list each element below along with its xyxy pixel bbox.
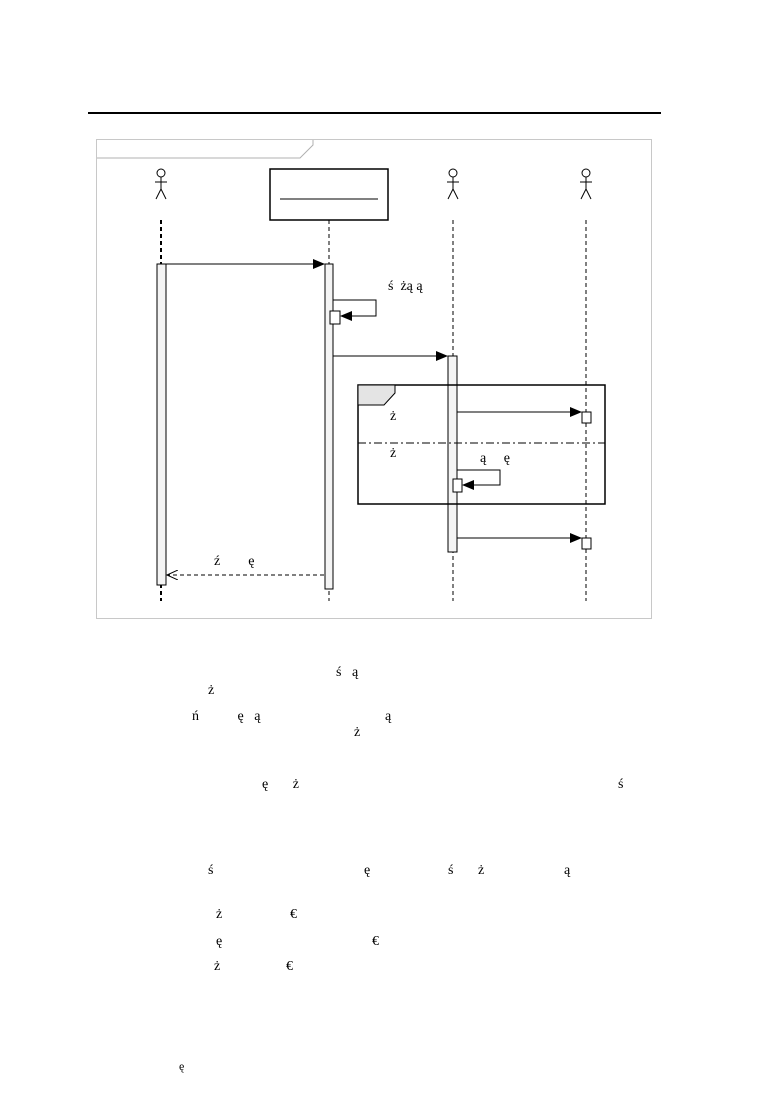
return-message-label: ź ę (214, 554, 255, 569)
activation-2 (324, 263, 334, 590)
list-item-1-a: ż (216, 907, 223, 922)
list-item-2-a: ę (216, 934, 223, 949)
body-line-6d: ą (564, 863, 571, 878)
header-rule (88, 112, 661, 114)
footnote: ę (179, 1059, 185, 1073)
activation-3-self (452, 478, 463, 493)
body-line-3a: ń ę ą (192, 709, 261, 724)
frame-tab (97, 140, 314, 159)
activation-2-self (329, 310, 341, 325)
body-line-6a: ś (208, 863, 214, 878)
body-line-6c: ś ż (448, 863, 485, 878)
actor-1-icon (155, 168, 167, 200)
body-line-5b: ś (618, 777, 624, 792)
activation-1 (156, 263, 167, 586)
alt-fragment-tab (357, 384, 396, 406)
body-line-6b: ę (364, 863, 371, 878)
list-item-2-b: € (372, 934, 379, 949)
self-call-arrow (333, 299, 377, 321)
body-line-3b: ą (385, 709, 392, 724)
activation-4b (581, 537, 592, 550)
body-line-1: ś ą (336, 665, 359, 680)
self-call-2-arrow (457, 469, 501, 490)
loop-message-label: ą ę (480, 451, 510, 466)
body-line-2: ż (208, 683, 215, 698)
list-item-3-b: € (286, 959, 293, 974)
body-line-5a: ę ż (262, 777, 299, 792)
list-item-3-a: ż (214, 959, 221, 974)
diagram-frame (96, 139, 652, 619)
activation-3 (447, 355, 458, 553)
actor-4-icon (580, 168, 592, 200)
alt-fragment (357, 384, 606, 505)
body-line-4: ż (354, 725, 361, 740)
object-box (269, 168, 389, 221)
alt-guard-2: ż (390, 446, 397, 461)
activation-4a (581, 411, 592, 424)
actor-3-icon (447, 168, 459, 200)
self-call-label: ś żą ą (388, 279, 423, 294)
alt-guard-1: ż (390, 409, 397, 424)
list-item-1-b: € (290, 907, 297, 922)
